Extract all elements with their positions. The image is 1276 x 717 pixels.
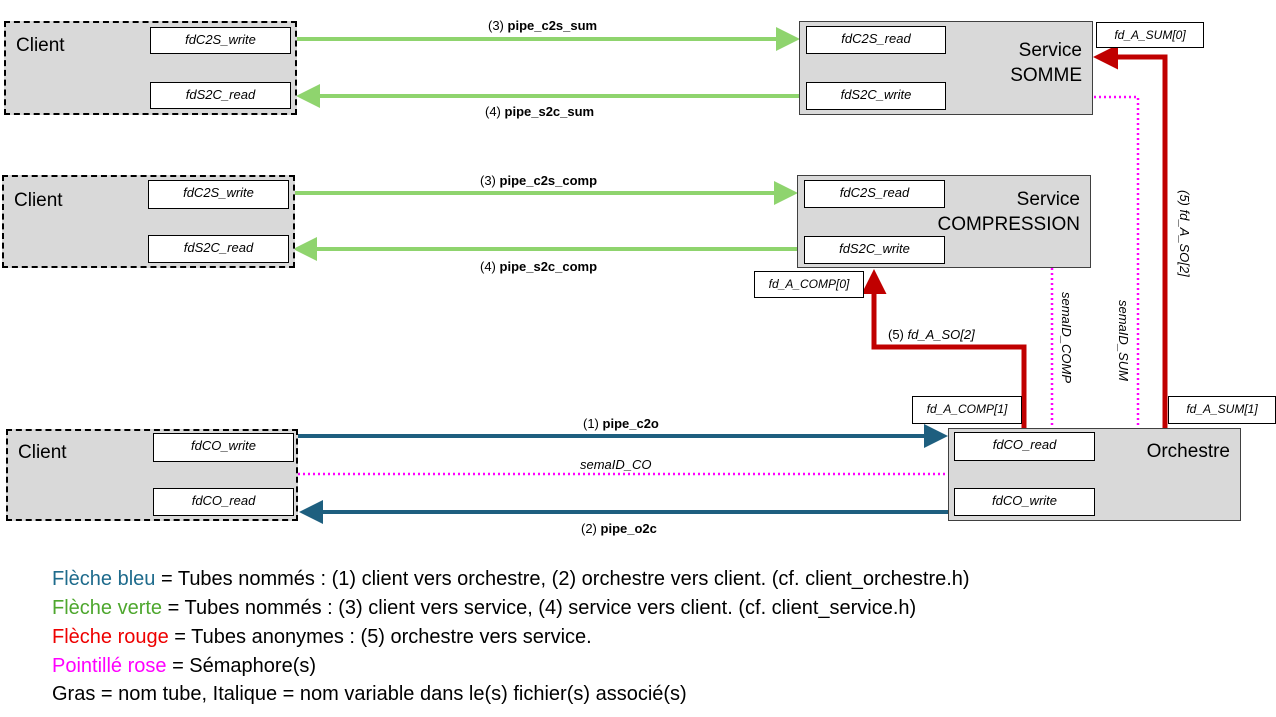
fd-field: fdCO_write — [153, 433, 294, 462]
service-title-line1: Service — [1016, 189, 1080, 210]
fd-anon-label: fd_A_SUM[1] — [1168, 396, 1276, 424]
fd-field: fdCO_read — [954, 432, 1095, 461]
legend-line-green: Flèche verte = Tubes nommés : (3) client… — [52, 596, 916, 620]
legend-text: = Tubes nommés : (1) client vers orchest… — [155, 568, 970, 590]
legend-line-style: Gras = nom tube, Italique = nom variable… — [52, 682, 687, 706]
pipe-label-c2s-comp: (3) pipe_c2s_comp — [480, 173, 597, 188]
pipe-name: pipe_c2o — [602, 416, 659, 431]
pipe-label-so-comp: (5) fd_A_SO[2] — [888, 327, 975, 342]
pipe-name: pipe_c2s_comp — [499, 173, 598, 188]
fd-field: fdC2S_write — [148, 180, 289, 209]
fd-anon-label: fd_A_COMP[0] — [754, 271, 864, 298]
sema-label-co: semaID_CO — [580, 457, 652, 472]
pipe-num: (1) — [583, 416, 599, 431]
pipe-num: (5) — [888, 327, 904, 342]
pipe-name: pipe_s2c_sum — [504, 104, 595, 119]
sema-label-comp: semaID_COMP — [1059, 292, 1074, 384]
fd-field: fdS2C_read — [150, 82, 291, 109]
pipe-label-c2s-sum: (3) pipe_c2s_sum — [488, 18, 597, 33]
pipe-label-so-sum: (5) fd_A_SO[2] — [1177, 190, 1192, 277]
legend-text: = Tubes anonymes : (5) orchestre vers se… — [168, 626, 592, 648]
legend-key: Flèche verte — [52, 597, 163, 619]
legend-text: = Sémaphore(s) — [166, 655, 317, 677]
pipe-num: (3) — [480, 173, 496, 188]
client-title: Client — [16, 35, 65, 56]
legend-key: Flèche bleu — [52, 568, 156, 590]
fd-field: fdC2S_write — [150, 27, 291, 54]
fd-field: fdCO_write — [954, 488, 1095, 516]
pipe-num: (3) — [488, 18, 504, 33]
client-title: Client — [18, 442, 67, 463]
legend-text: Gras = nom tube, Italique = nom variable… — [52, 683, 687, 705]
fd-field: fdS2C_write — [806, 82, 946, 110]
client-title: Client — [14, 190, 63, 211]
fd-field: fdCO_read — [153, 488, 294, 516]
service-title-line2: SOMME — [1010, 65, 1082, 86]
pipe-label-s2c-sum: (4) pipe_s2c_sum — [485, 104, 594, 119]
pipe-name: pipe_s2c_comp — [499, 259, 598, 274]
pipe-num: (4) — [485, 104, 501, 119]
pipe-name: pipe_c2s_sum — [507, 18, 598, 33]
orchestre-title: Orchestre — [1146, 441, 1230, 462]
legend-key: Pointillé rose — [52, 655, 167, 677]
legend-line-pink: Pointillé rose = Sémaphore(s) — [52, 654, 316, 678]
pipe-label-c2o: (1) pipe_c2o — [583, 416, 659, 431]
fd-anon-label: fd_A_SUM[0] — [1096, 22, 1204, 48]
service-title-line2: COMPRESSION — [937, 214, 1080, 235]
pipe-name: pipe_o2c — [600, 521, 657, 536]
arrow-so-comp — [861, 269, 1027, 428]
pipe-num: (2) — [581, 521, 597, 536]
fd-field: fdC2S_read — [806, 26, 946, 54]
service-title-line1: Service — [1018, 40, 1082, 61]
sema-label-sum: semaID_SUM — [1116, 300, 1131, 381]
fd-field: fdC2S_read — [804, 180, 945, 208]
legend-text: = Tubes nommés : (3) client vers service… — [162, 597, 917, 619]
pipe-label-s2c-comp: (4) pipe_s2c_comp — [480, 259, 597, 274]
pipe-label-o2c: (2) pipe_o2c — [581, 521, 657, 536]
pipe-var: fd_A_SO[2] — [907, 327, 975, 342]
fd-field: fdS2C_write — [804, 236, 945, 264]
legend-line-blue: Flèche bleu = Tubes nommés : (1) client … — [52, 567, 970, 591]
pipe-num: (4) — [480, 259, 496, 274]
legend-key: Flèche rouge — [52, 626, 169, 648]
arrow-so-sum — [1093, 44, 1168, 428]
fd-field: fdS2C_read — [148, 235, 289, 263]
fd-anon-label: fd_A_COMP[1] — [912, 396, 1022, 424]
legend-line-red: Flèche rouge = Tubes anonymes : (5) orch… — [52, 625, 592, 649]
